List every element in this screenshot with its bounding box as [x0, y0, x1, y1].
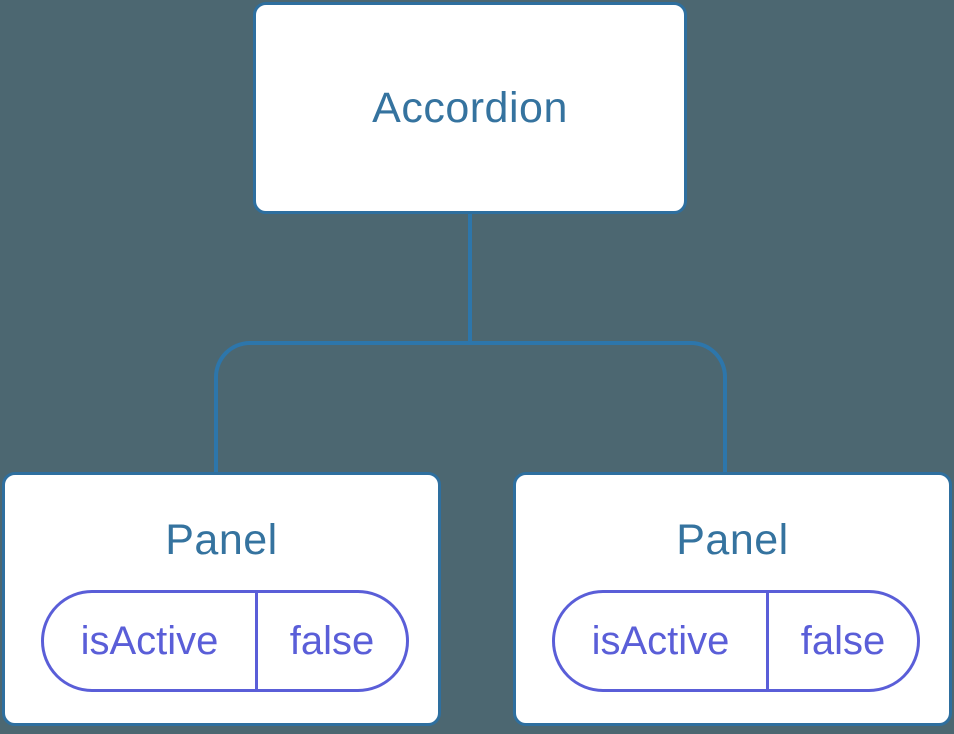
state-key: isActive — [44, 593, 258, 689]
accordion-node: Accordion — [253, 2, 687, 214]
state-pill: isActive false — [41, 590, 409, 692]
connector-root-stub-line — [468, 213, 472, 345]
state-value: false — [800, 618, 886, 663]
connector-branch-bracket-line — [214, 341, 727, 472]
state-value: false — [289, 618, 375, 663]
state-key: isActive — [555, 593, 769, 689]
state-pill: isActive false — [552, 590, 920, 692]
panel-node-left: Panel isActive false — [2, 472, 441, 726]
accordion-node-label: Accordion — [372, 83, 568, 132]
panel-node-right: Panel isActive false — [513, 472, 952, 726]
panel-node-label: Panel — [165, 516, 278, 564]
panel-node-label: Panel — [676, 516, 789, 564]
